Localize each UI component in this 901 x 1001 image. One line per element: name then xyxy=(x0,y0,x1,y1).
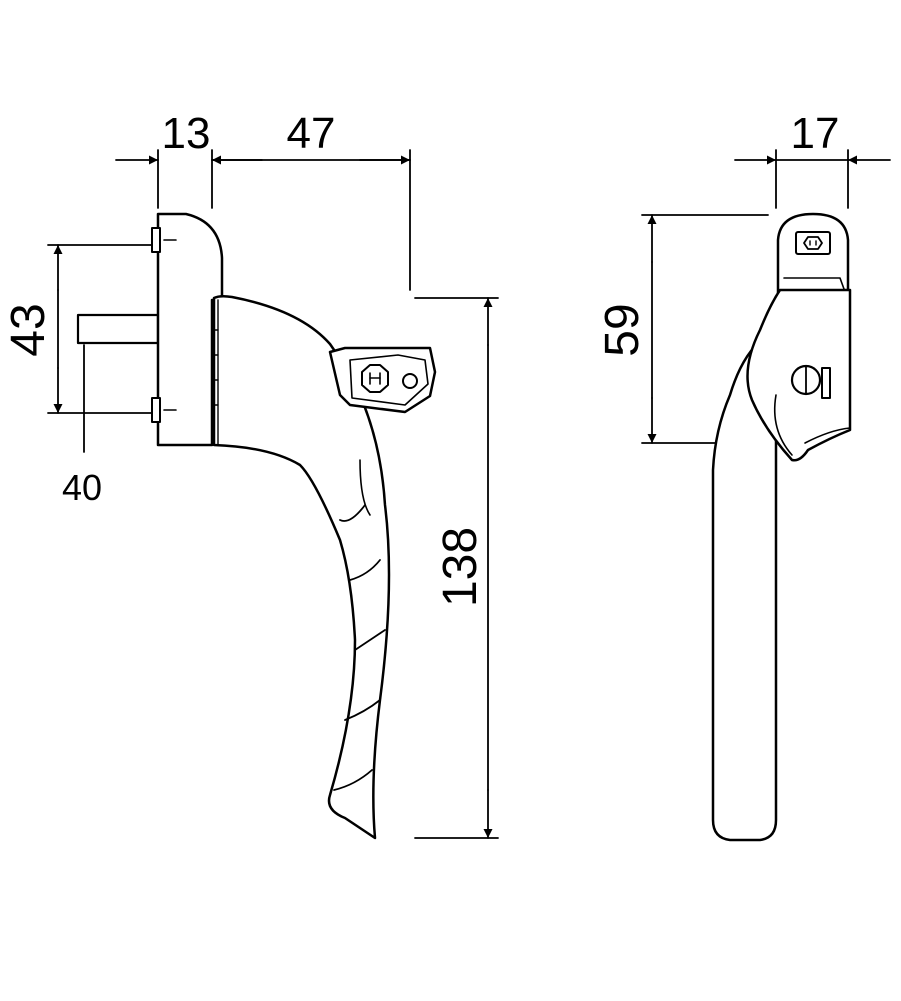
dimension-base-and-reach xyxy=(115,149,411,291)
label-front-width: 17 xyxy=(791,109,840,158)
label-spindle-length: 40 xyxy=(62,467,102,508)
front-view xyxy=(641,149,891,842)
key xyxy=(328,346,437,414)
label-lock-height: 59 xyxy=(596,303,649,356)
base-plate xyxy=(151,212,224,447)
label-base-width: 13 xyxy=(162,109,211,158)
spindle xyxy=(76,313,160,345)
lever-body xyxy=(211,294,391,840)
label-spindle-spacing: 43 xyxy=(2,303,55,356)
label-reach: 47 xyxy=(287,109,336,158)
label-total-height: 138 xyxy=(434,527,487,607)
dimension-width xyxy=(734,149,891,209)
lock-housing xyxy=(746,288,852,462)
dimension-lock-height xyxy=(641,214,769,444)
side-view xyxy=(47,149,499,840)
handle-shaft xyxy=(711,328,778,842)
dimension-total-height xyxy=(414,297,499,839)
